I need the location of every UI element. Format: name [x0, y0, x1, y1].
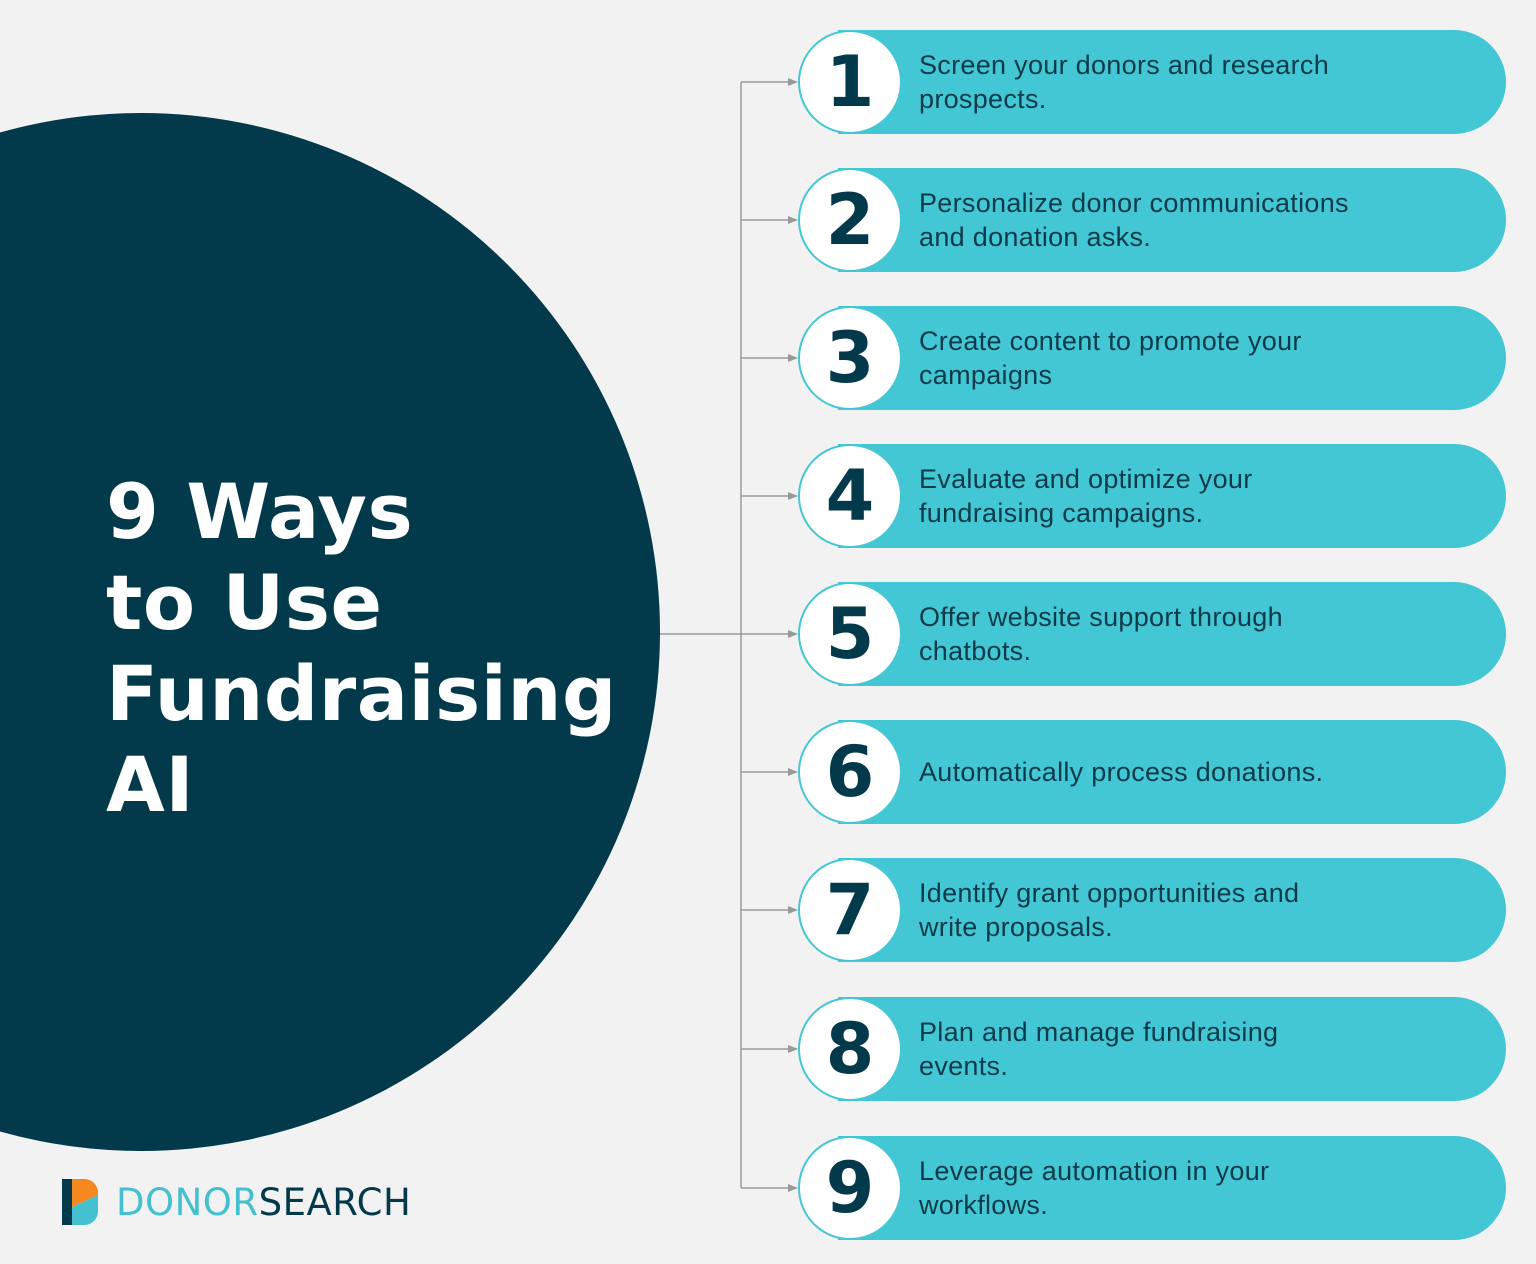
item-text-line: events.: [919, 1051, 1009, 1081]
item-text-line: Automatically process donations.: [919, 757, 1324, 787]
item-text: Create content to promote your campaigns: [919, 306, 1446, 410]
list-item-9: 9 Leverage automation in your workflows.: [798, 1136, 1506, 1240]
item-text: Personalize donor communications and don…: [919, 168, 1446, 272]
item-text-line: Evaluate and optimize your: [919, 464, 1253, 494]
item-text-line: Plan and manage fundraising: [919, 1017, 1279, 1047]
item-text: Plan and manage fundraising events.: [919, 997, 1446, 1101]
number-badge: 9: [798, 1136, 902, 1240]
item-text: Automatically process donations.: [919, 720, 1446, 824]
number-badge: 6: [798, 720, 902, 824]
list-item-5: 5 Offer website support through chatbots…: [798, 582, 1506, 686]
number-badge: 5: [798, 582, 902, 686]
item-text-line: write proposals.: [919, 912, 1113, 942]
list-item-6: 6 Automatically process donations.: [798, 720, 1506, 824]
item-text-line: fundraising campaigns.: [919, 498, 1204, 528]
item-text-line: and donation asks.: [919, 222, 1152, 252]
list-item-7: 7 Identify grant opportunities and write…: [798, 858, 1506, 962]
number-badge: 7: [798, 858, 902, 962]
item-pill: [838, 997, 1506, 1101]
title-line-1: 9 Ways: [106, 467, 414, 556]
page-title: 9 Ways to Use Fundraising AI: [106, 466, 617, 830]
logo-wordmark: DONORSEARCH: [116, 1181, 411, 1224]
donorsearch-d-logo-icon: [62, 1179, 98, 1225]
item-text-line: Create content to promote your: [919, 326, 1302, 356]
item-pill: [838, 30, 1506, 134]
item-pill: [838, 168, 1506, 272]
item-text-line: Offer website support through: [919, 602, 1283, 632]
logo-text-search: SEARCH: [258, 1180, 412, 1224]
item-text-line: campaigns: [919, 360, 1053, 390]
item-pill: [838, 720, 1506, 824]
item-pill: [838, 306, 1506, 410]
item-text: Leverage automation in your workflows.: [919, 1136, 1446, 1240]
item-pill: [838, 582, 1506, 686]
title-line-2: to Use: [106, 558, 383, 647]
item-pill: [838, 858, 1506, 962]
title-line-4: AI: [106, 740, 195, 829]
number-badge: 4: [798, 444, 902, 548]
item-text: Screen your donors and research prospect…: [919, 30, 1446, 134]
item-text-line: chatbots.: [919, 636, 1032, 666]
title-line-3: Fundraising: [106, 649, 617, 738]
item-text-line: Screen your donors and research: [919, 50, 1330, 80]
list-item-2: 2 Personalize donor communications and d…: [798, 168, 1506, 272]
item-text-line: Identify grant opportunities and: [919, 878, 1300, 908]
item-text: Evaluate and optimize your fundraising c…: [919, 444, 1446, 548]
number-badge: 1: [798, 30, 902, 134]
item-text-line: workflows.: [919, 1190, 1049, 1220]
item-pill: [838, 1136, 1506, 1240]
number-badge: 3: [798, 306, 902, 410]
list-item-1: 1 Screen your donors and research prospe…: [798, 30, 1506, 134]
logo-text-donor: DONOR: [116, 1180, 259, 1224]
item-text-line: Leverage automation in your: [919, 1156, 1270, 1186]
number-badge: 2: [798, 168, 902, 272]
number-badge: 8: [798, 997, 902, 1101]
item-text: Identify grant opportunities and write p…: [919, 858, 1446, 962]
item-text-line: Personalize donor communications: [919, 188, 1349, 218]
list-item-8: 8 Plan and manage fundraising events.: [798, 997, 1506, 1101]
item-text-line: prospects.: [919, 84, 1047, 114]
list-item-4: 4 Evaluate and optimize your fundraising…: [798, 444, 1506, 548]
item-pill: [838, 444, 1506, 548]
item-text: Offer website support through chatbots.: [919, 582, 1446, 686]
list-item-3: 3 Create content to promote your campaig…: [798, 306, 1506, 410]
donorsearch-logo: DONORSEARCH: [62, 1178, 411, 1226]
